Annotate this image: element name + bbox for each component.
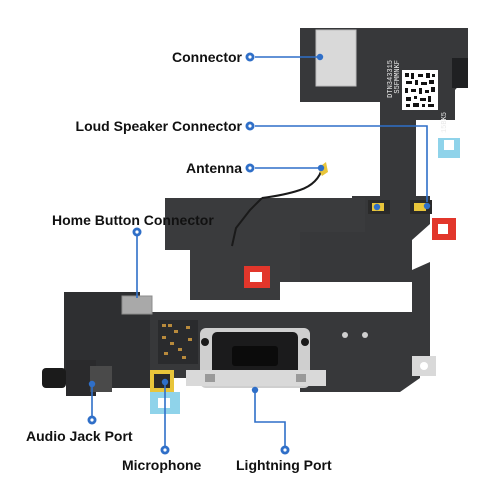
label-audio-jack-port: Audio Jack Port bbox=[26, 428, 133, 444]
marking-line-3: 15BK5 bbox=[441, 112, 449, 133]
label-loud-speaker-connector: Loud Speaker Connector bbox=[75, 118, 242, 134]
marking-line-2: S5FMMNKF bbox=[394, 60, 402, 94]
top-connector-plate bbox=[315, 29, 357, 87]
part-marking: DTN343315 S5FMMNKF 15BK5 bbox=[387, 60, 449, 133]
label-antenna: Antenna bbox=[186, 160, 242, 176]
marking-line-1: DTN343315 bbox=[387, 60, 395, 98]
label-microphone: Microphone bbox=[122, 457, 202, 473]
audio-jack bbox=[42, 360, 112, 396]
label-connector: Connector bbox=[172, 49, 242, 65]
label-home-button-connector: Home Button Connector bbox=[52, 212, 214, 228]
lightning-dock bbox=[186, 328, 326, 388]
bottom-right-bracket bbox=[412, 356, 436, 376]
pointer-markers bbox=[87, 52, 431, 455]
label-lightning-port: Lightning Port bbox=[236, 457, 332, 473]
home-button-shield bbox=[121, 295, 153, 315]
pointers bbox=[91, 56, 428, 448]
